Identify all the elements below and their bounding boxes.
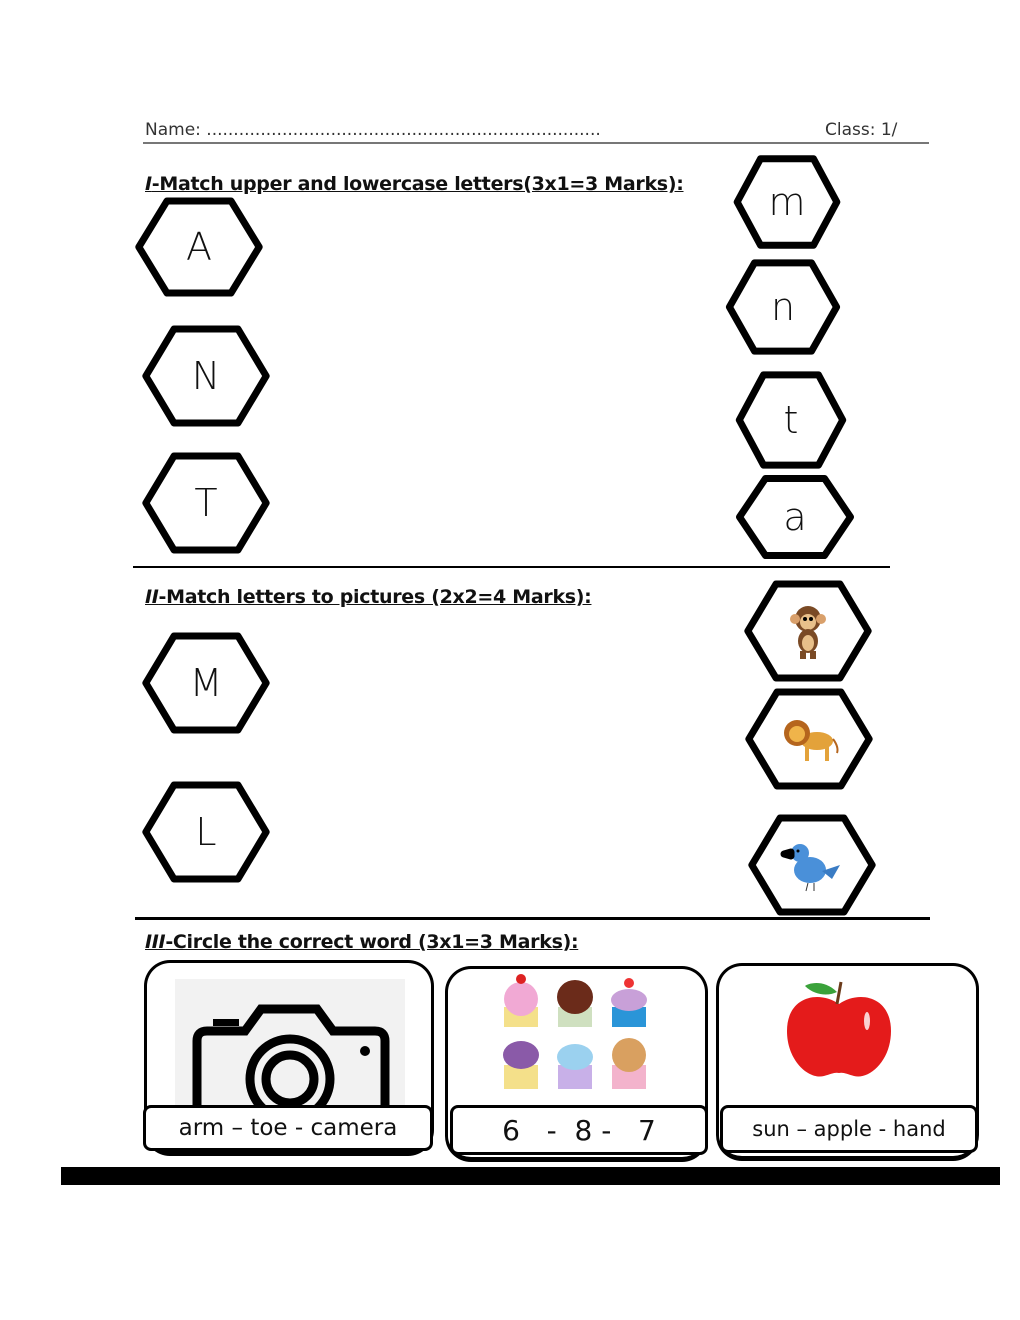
apple-picture [787,981,891,1077]
hex-lowercase-n[interactable]: n [726,260,840,354]
hex-picture-monkey[interactable] [744,581,872,681]
hex-lowercase-m[interactable]: m [734,156,840,248]
letter: M [189,661,223,705]
lion-icon [784,720,839,761]
choices-camera[interactable]: arm – toe - camera [143,1105,433,1151]
letter: A [186,225,212,269]
name-field[interactable]: Name: ..................................… [145,120,601,140]
choices-cupcakes[interactable]: 6 - 8 - 7 [450,1105,708,1155]
section3-title: III-Circle the correct word (3x1=3 Marks… [145,931,579,953]
monkey-icon [790,606,826,659]
class-field[interactable]: Class: 1/ [825,120,898,140]
section1-title: I-Match upper and lowercase letters(3x1=… [145,173,684,195]
letter: a [783,495,807,539]
hex-uppercase-a[interactable]: A [135,198,263,296]
section-divider [133,566,890,568]
letter: m [768,180,806,224]
cupcakes-picture [503,974,647,1089]
hex-lowercase-t[interactable]: t [736,372,846,468]
letter: t [783,398,799,442]
hex-uppercase-n[interactable]: N [142,326,270,426]
hex-lowercase-a[interactable]: a [736,476,854,558]
camera-icon [192,1004,390,1124]
hex-picture-lion[interactable] [745,689,873,789]
hex-letter-m[interactable]: M [142,633,270,733]
letter: n [770,285,796,329]
section2-title: II-Match letters to pictures (2x2=4 Mark… [145,586,592,608]
hex-letter-l[interactable]: L [142,782,270,882]
choices-apple[interactable]: sun – apple - hand [720,1105,978,1153]
header-divider [143,142,929,144]
letter: L [195,810,217,854]
hex-picture-bird[interactable] [748,815,876,915]
letter: N [191,354,221,398]
hex-uppercase-t[interactable]: T [142,453,270,553]
letter: T [194,481,218,525]
bird-icon [772,844,840,892]
camera-picture [175,979,405,1124]
footer-bar [61,1167,1000,1185]
section-divider [135,917,930,920]
